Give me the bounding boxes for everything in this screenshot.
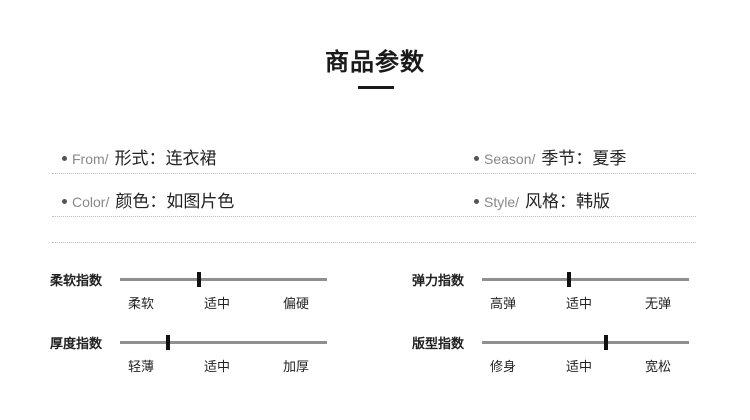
spec-cn-label: 形式	[114, 149, 149, 169]
scale-label-high: 偏硬	[283, 297, 310, 312]
spec-color: Color/颜色：如图片色	[62, 187, 234, 212]
elasticity-scale: 弹力指数 高弹 适中 无弹	[412, 270, 692, 330]
title-underline	[358, 86, 394, 89]
spec-value: 如图片色	[166, 192, 235, 212]
spec-value: 连衣裙	[165, 149, 217, 169]
spec-style: Style/风格：韩版	[474, 187, 610, 212]
scale-track	[120, 272, 327, 287]
spec-cn-label: 风格	[525, 192, 560, 212]
scale-label-low: 轻薄	[128, 360, 155, 375]
scale-track	[482, 335, 689, 350]
spec-en-label: Color/	[72, 194, 110, 210]
spec-cn-label: 颜色	[115, 192, 150, 212]
scale-label-mid: 适中	[204, 297, 231, 312]
bullet-icon	[62, 156, 67, 161]
thickness-scale: 厚度指数 轻薄 适中 加厚	[50, 333, 330, 393]
spec-en-label: From/	[72, 151, 109, 167]
bullet-icon	[62, 199, 67, 204]
spec-row-1: From/形式：连衣裙 Season/季节：夏季	[52, 133, 696, 174]
fit-scale: 版型指数 修身 适中 宽松	[412, 333, 692, 393]
section-divider	[52, 242, 696, 243]
scale-label-low: 柔软	[128, 297, 155, 312]
scale-marker	[566, 272, 571, 287]
scale-name: 柔软指数	[50, 274, 103, 289]
softness-scale: 柔软指数 柔软 适中 偏硬	[50, 270, 330, 330]
scale-label-high: 宽松	[645, 360, 672, 375]
spec-separator: ：	[148, 149, 166, 169]
scale-marker	[604, 335, 609, 350]
spec-separator: ：	[559, 192, 577, 212]
spec-from: From/形式：连衣裙	[62, 144, 217, 169]
scale-name: 厚度指数	[50, 337, 103, 352]
spec-value: 韩版	[576, 192, 611, 212]
scale-track	[120, 335, 327, 350]
scale-label-low: 修身	[490, 360, 517, 375]
spec-value: 夏季	[592, 149, 627, 169]
bullet-icon	[474, 199, 479, 204]
spec-row-2: Color/颜色：如图片色 Style/风格：韩版	[52, 176, 696, 217]
spec-en-label: Style/	[484, 194, 520, 210]
page-title: 商品参数	[325, 48, 425, 76]
scale-label-high: 无弹	[645, 297, 672, 312]
scale-label-mid: 适中	[566, 297, 593, 312]
bullet-icon	[474, 156, 479, 161]
spec-separator: ：	[575, 149, 593, 169]
spec-en-label: Season/	[484, 151, 536, 167]
scale-label-high: 加厚	[283, 360, 310, 375]
scale-name: 弹力指数	[412, 274, 465, 289]
scale-marker	[196, 272, 201, 287]
scale-label-mid: 适中	[566, 360, 593, 375]
spec-season: Season/季节：夏季	[474, 144, 626, 169]
spec-cn-label: 季节	[541, 149, 576, 169]
scale-label-mid: 适中	[204, 360, 231, 375]
scale-label-low: 高弹	[490, 297, 517, 312]
scale-marker	[165, 335, 170, 350]
spec-separator: ：	[149, 192, 167, 212]
scale-track	[482, 272, 689, 287]
scale-name: 版型指数	[412, 337, 465, 352]
